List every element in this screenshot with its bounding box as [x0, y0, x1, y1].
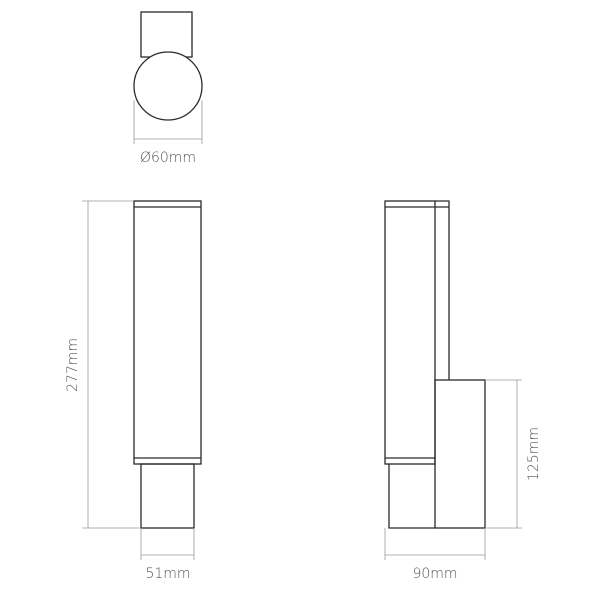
height-label: 277mm: [65, 338, 81, 392]
top-view-shade-circle: [133, 51, 203, 121]
side-view-back-edge: [435, 200, 450, 380]
top-view-bracket: [140, 11, 193, 58]
depth-label: 90mm: [412, 566, 457, 582]
front-view-shade: [133, 200, 202, 465]
bracket-height-label: 125mm: [526, 427, 542, 481]
side-view-wall-plate: [434, 379, 486, 529]
side-view: [384, 200, 486, 529]
side-view-shade: [384, 200, 436, 465]
bracket-height-dimension: 125mm: [485, 379, 542, 529]
front-view-bracket: [140, 463, 195, 529]
depth-dimension: 90mm: [384, 528, 486, 582]
width-dimension: 51mm: [140, 528, 195, 582]
diameter-label: Ø60mm: [140, 150, 196, 166]
top-view: [133, 11, 203, 121]
side-view-bracket: [388, 464, 435, 529]
height-dimension: 277mm: [65, 200, 141, 529]
diameter-dimension: Ø60mm: [133, 100, 203, 166]
front-view: [133, 200, 202, 529]
width-label: 51mm: [145, 566, 190, 582]
